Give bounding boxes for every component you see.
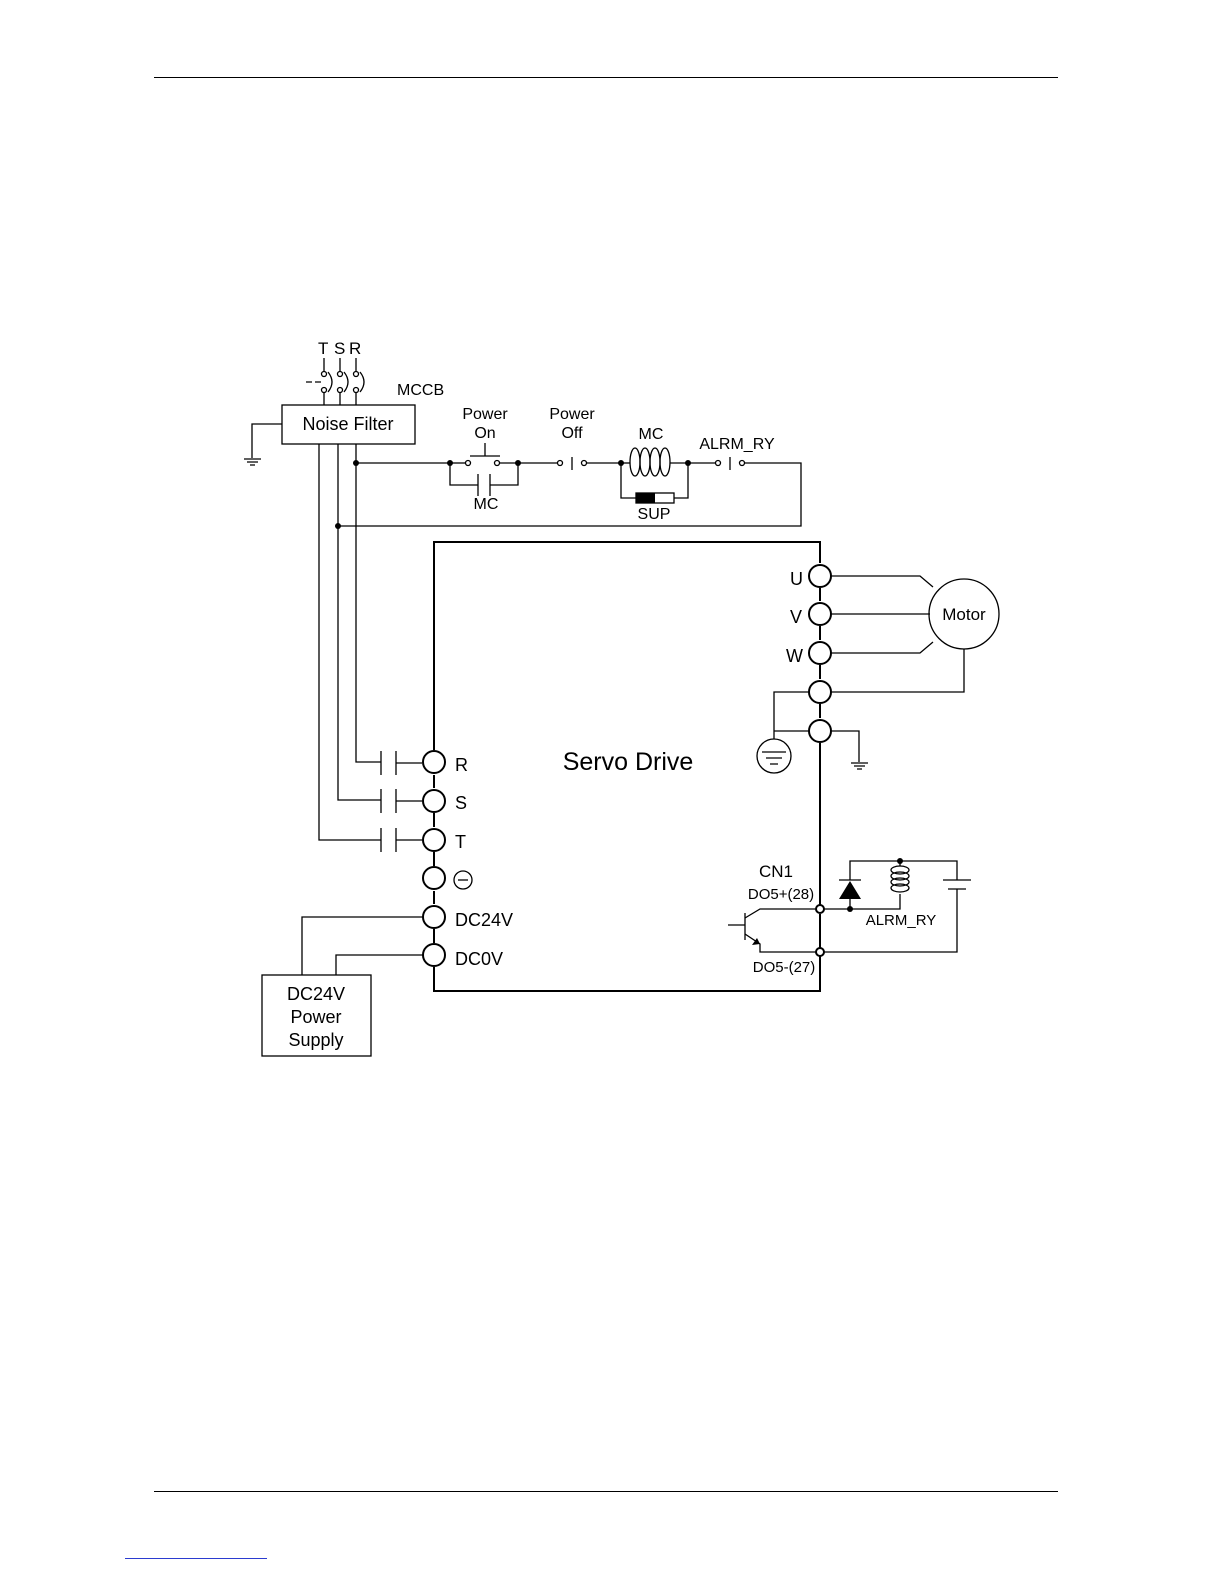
- phase-s-label: S: [334, 339, 345, 358]
- servo-drive-label: Servo Drive: [563, 748, 694, 776]
- terminal-dc24v: [423, 906, 445, 928]
- supply-label-1: DC24V: [287, 984, 345, 1004]
- cn1-alarm-output: CN1 DO5+(28) DO5-(27) ALRM_RY: [728, 858, 971, 976]
- terminal-pe-ground: [809, 720, 831, 742]
- terminal-dc0v-label: DC0V: [455, 949, 503, 969]
- power-off-label-2: Off: [561, 425, 583, 442]
- mc-coil-label: MC: [639, 426, 664, 443]
- mccb-breaker: T S R MCCB: [306, 339, 444, 405]
- terminal-s-label: S: [455, 793, 467, 813]
- dc24v-power-supply: DC24V Power Supply: [262, 917, 423, 1056]
- power-on-label-1: Power: [462, 406, 508, 423]
- terminal-dc24v-label: DC24V: [455, 910, 513, 930]
- supply-label-2: Power: [290, 1007, 341, 1027]
- phase-t-label: T: [318, 339, 328, 358]
- alrm-ry-contact-label: ALRM_RY: [699, 436, 775, 453]
- sup-label: SUP: [638, 506, 671, 523]
- terminal-u-label: U: [790, 569, 803, 589]
- do5-minus-label: DO5-(27): [753, 959, 816, 976]
- terminal-minus: [423, 867, 445, 889]
- terminal-v-label: V: [790, 607, 802, 627]
- motor-label: Motor: [942, 605, 986, 624]
- pin-27: [816, 948, 824, 956]
- filter-output-wires: [319, 444, 418, 852]
- motor-terminals: U V W Motor: [757, 565, 999, 773]
- pin-28: [816, 905, 824, 913]
- protective-earth-icon: [757, 739, 791, 773]
- do5-plus-label: DO5+(28): [748, 886, 814, 903]
- mc-contact-label: MC: [474, 496, 499, 513]
- phase-r-label: R: [349, 339, 361, 358]
- terminal-w-label: W: [786, 646, 803, 666]
- cn1-label: CN1: [759, 862, 793, 881]
- terminal-r: [423, 751, 445, 773]
- power-terminals: R S T DC24V DC0V: [418, 751, 513, 969]
- terminal-t-label: T: [455, 832, 466, 852]
- terminal-s: [423, 790, 445, 812]
- control-circuit: Power On MC Power Off MC SUP ALR: [338, 406, 801, 526]
- power-on-label-2: On: [474, 425, 495, 442]
- supply-label-3: Supply: [288, 1030, 343, 1050]
- mccb-label: MCCB: [397, 382, 444, 399]
- terminal-v: [809, 603, 831, 625]
- terminal-pe-motor: [809, 681, 831, 703]
- terminal-dc0v: [423, 944, 445, 966]
- alrm-ry-coil-label: ALRM_RY: [866, 912, 937, 929]
- terminal-w: [809, 642, 831, 664]
- terminal-r-label: R: [455, 755, 468, 775]
- power-off-label-1: Power: [549, 406, 595, 423]
- terminal-t: [423, 829, 445, 851]
- noise-filter: Noise Filter: [244, 405, 415, 465]
- noise-filter-label: Noise Filter: [302, 414, 393, 434]
- terminal-u: [809, 565, 831, 587]
